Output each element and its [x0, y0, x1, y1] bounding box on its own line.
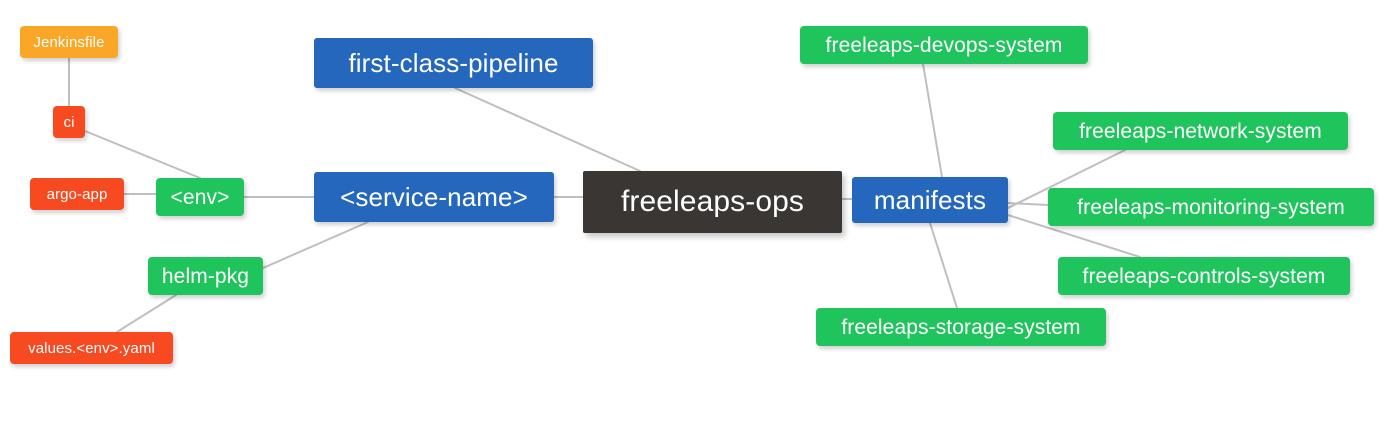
- mindmap-node-values-env-yaml[interactable]: values.<env>.yaml: [10, 332, 173, 364]
- mindmap-node-env[interactable]: <env>: [156, 178, 244, 216]
- mindmap-node-ci[interactable]: ci: [53, 106, 85, 138]
- edge-helm-pkg-to-values-env-yaml: [116, 294, 177, 333]
- edge-env-to-ci: [84, 130, 201, 179]
- edge-manifests-to-freeleaps-monitoring-system: [1007, 202, 1049, 206]
- edge-manifests-to-freeleaps-devops-system: [922, 63, 943, 178]
- edge-service-name-to-helm-pkg: [262, 221, 369, 269]
- mindmap-node-argo-app[interactable]: argo-app: [30, 178, 124, 210]
- edge-first-class-pipeline-to-freeleaps-ops: [454, 87, 641, 172]
- mindmap-node-freeleaps-ops[interactable]: freeleaps-ops: [583, 171, 842, 233]
- mindmap-node-service-name[interactable]: <service-name>: [314, 172, 554, 222]
- mindmap-node-first-class-pipeline[interactable]: first-class-pipeline: [314, 38, 593, 88]
- mindmap-node-freeleaps-devops-system[interactable]: freeleaps-devops-system: [800, 26, 1088, 64]
- mindmap-node-freeleaps-storage-system[interactable]: freeleaps-storage-system: [816, 308, 1106, 346]
- mindmap-node-freeleaps-monitoring-system[interactable]: freeleaps-monitoring-system: [1048, 188, 1374, 226]
- edge-manifests-to-freeleaps-storage-system: [929, 222, 958, 309]
- mindmap-node-freeleaps-controls-system[interactable]: freeleaps-controls-system: [1058, 257, 1350, 295]
- mindmap-node-Jenkinsfile[interactable]: Jenkinsfile: [20, 26, 118, 58]
- mindmap-node-helm-pkg[interactable]: helm-pkg: [148, 257, 263, 295]
- mindmap-node-manifests[interactable]: manifests: [852, 177, 1008, 223]
- mindmap-node-freeleaps-network-system[interactable]: freeleaps-network-system: [1053, 112, 1348, 150]
